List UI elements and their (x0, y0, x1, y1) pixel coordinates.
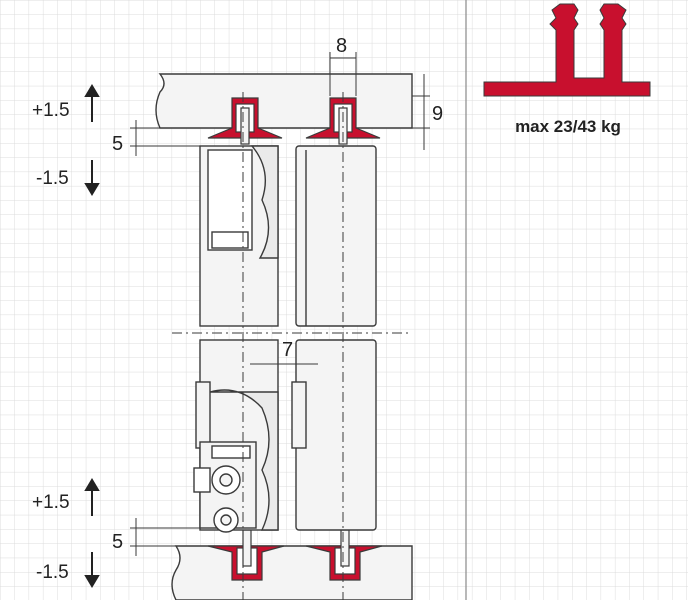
lower-plus-label: +1.5 (32, 492, 70, 513)
adjust-arrows (84, 84, 100, 588)
lower-gap-label: 5 (112, 531, 123, 553)
upper-minus-label: -1.5 (36, 168, 69, 189)
bottom-left-track (207, 529, 285, 581)
load-capacity-caption: max 23/43 kg (515, 117, 621, 136)
red-track-profile-icon (483, 3, 651, 97)
bottom-track-beam (171, 545, 413, 600)
front-door-upper (295, 145, 377, 327)
track-width-label: 8 (336, 35, 347, 57)
center-axes (172, 92, 412, 600)
front-door-lower (291, 339, 377, 531)
top-left-track (207, 97, 283, 145)
track-height-label: 9 (432, 103, 443, 125)
dimension-lines (130, 52, 430, 556)
door-offset-label: 7 (282, 339, 293, 361)
bottom-roller-assembly (193, 441, 257, 533)
upper-plus-label: +1.5 (32, 100, 70, 121)
upper-gap-label: 5 (112, 133, 123, 155)
rear-door-upper (199, 145, 279, 327)
top-track-beam (155, 73, 413, 129)
bottom-right-track (305, 529, 383, 581)
rear-door-lower (195, 339, 279, 531)
lower-minus-label: -1.5 (36, 562, 69, 583)
